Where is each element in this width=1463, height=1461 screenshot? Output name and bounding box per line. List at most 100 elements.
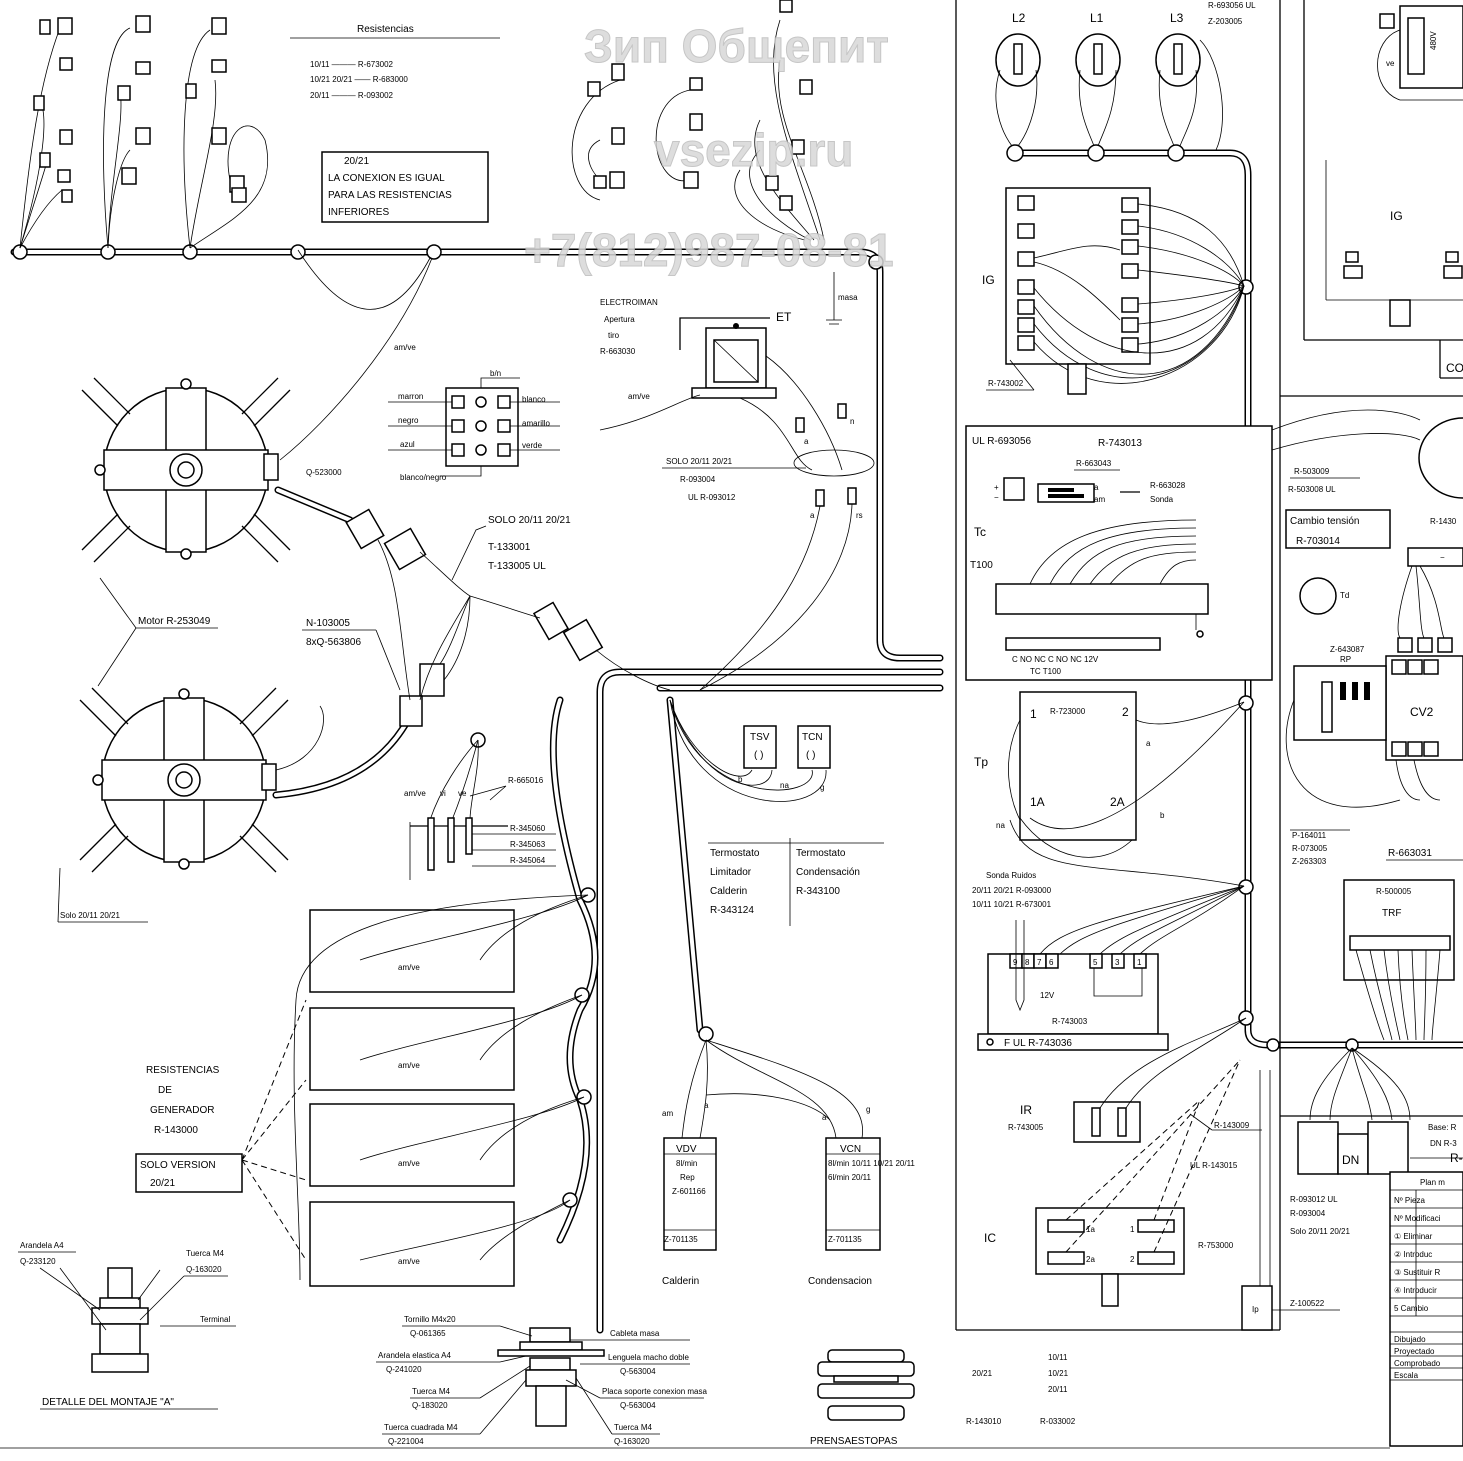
valve-label-condensacion: Condensacion bbox=[808, 1276, 872, 1287]
motor-upper: Q-523000 bbox=[81, 257, 433, 563]
r753000-label: R-753000 bbox=[1198, 1241, 1234, 1250]
vdv-line-1: 8l/min bbox=[676, 1159, 697, 1168]
wire-a-mid: a bbox=[810, 511, 815, 520]
dn-label: DN bbox=[1342, 1153, 1359, 1167]
tp-label: Tp bbox=[974, 755, 988, 769]
l3-label: L3 bbox=[1170, 11, 1184, 25]
r663028-label: R-663028 bbox=[1150, 481, 1186, 490]
ground-left-3: Arandela elastica A4 bbox=[378, 1351, 451, 1360]
electroiman-block: ELECTROIMAN Apertura tiro R-663030 ET ma… bbox=[599, 272, 875, 691]
cambio-line-1: Cambio tensión bbox=[1290, 516, 1359, 527]
wire-n-top: n bbox=[850, 417, 854, 426]
sign-row-2: Proyectado bbox=[1394, 1347, 1435, 1356]
bottom-left-1: 20/21 bbox=[972, 1369, 993, 1378]
ground-left-4: Q-241020 bbox=[386, 1365, 422, 1374]
generator-line-1: RESISTENCIAS bbox=[146, 1065, 220, 1076]
ground-detail: Tornillo M4x20 Q-061365 Arandela elastic… bbox=[376, 1315, 708, 1446]
resistances-title: Resistencias bbox=[357, 24, 414, 35]
color-verde: verde bbox=[522, 441, 543, 450]
solo-box-line-1: SOLO 20/11 20/21 bbox=[666, 457, 733, 466]
thermo-col1-line-2: Limitador bbox=[710, 867, 752, 878]
valves: VDV VCN 8l/min Rep Z-601166 Z-701135 8l/… bbox=[662, 1039, 915, 1287]
r500005-label: R-500005 bbox=[1376, 887, 1412, 896]
wire-na-tp: na bbox=[996, 821, 1005, 830]
color-azul: azul bbox=[400, 440, 415, 449]
sensor-row-3: R-345064 bbox=[510, 856, 546, 865]
svg-text:( ): ( ) bbox=[806, 750, 815, 761]
resistance-row-2: 10/21 20/21 —— R-683000 bbox=[310, 75, 408, 84]
ic-label: IC bbox=[984, 1231, 996, 1245]
generator-line-3: GENERADOR bbox=[150, 1105, 214, 1116]
motor-labels: Motor R-253049 Solo 20/11 20/21 bbox=[57, 577, 218, 923]
resistance-row-1: 10/11 ——— R-673002 bbox=[310, 60, 394, 69]
vcn-ref: Z-701135 bbox=[828, 1235, 862, 1244]
vdv-line-3: Z-601166 bbox=[672, 1187, 706, 1196]
tc-sub: TC T100 bbox=[1030, 667, 1062, 676]
generator-solo-2: 20/21 bbox=[150, 1178, 175, 1189]
wire-amve-left: am/ve bbox=[394, 343, 416, 352]
mount-arandela-2: Q-233120 bbox=[20, 1257, 56, 1266]
wire-amve-sensor: am/ve bbox=[404, 789, 426, 798]
generator-line-2: DE bbox=[158, 1085, 172, 1096]
electroiman-line-1: ELECTROIMAN bbox=[600, 298, 658, 307]
electroiman-line-2: Apertura bbox=[604, 315, 635, 324]
term-5: 5 bbox=[1093, 958, 1098, 967]
sonda-ruido-1: Sonda Ruidos bbox=[986, 871, 1036, 880]
ground-left-8: Q-221004 bbox=[388, 1437, 424, 1446]
table-row-6: ④ Introducir bbox=[1394, 1286, 1437, 1295]
wire-rs: rs bbox=[856, 511, 863, 520]
ip-label: Ip bbox=[1252, 1305, 1259, 1314]
p-ref-2: R-073005 bbox=[1292, 844, 1328, 853]
vcn-line-1: 8l/min 10/11 10/21 20/11 bbox=[828, 1159, 915, 1168]
ir-ref: R-743005 bbox=[1008, 1123, 1044, 1132]
far-right-panel: CO 480V ve IG R-503009 R-503008 UL Cambi… bbox=[1280, 0, 1463, 1447]
cv2-label: CV2 bbox=[1410, 705, 1434, 719]
sensor-row-1: R-345060 bbox=[510, 824, 546, 833]
tsv-label: TSV bbox=[750, 732, 770, 743]
wire-ve-sensor: ve bbox=[458, 789, 467, 798]
thermostats: TSV TCN ( ) ( ) b na g Termostato Limita… bbox=[669, 699, 884, 926]
r663043-label: R-663043 bbox=[1076, 459, 1112, 468]
tp-1a: 1A bbox=[1030, 795, 1045, 809]
v12-label: 12V bbox=[1040, 991, 1055, 1000]
svg-text:−: − bbox=[994, 493, 999, 502]
ground-right-3: Q-563004 bbox=[620, 1367, 656, 1376]
wire-a-tp: a bbox=[1146, 739, 1151, 748]
top-ref-1: R-693056 UL bbox=[1208, 1, 1256, 10]
term-1: 1 bbox=[1137, 958, 1142, 967]
svg-text:+: + bbox=[994, 483, 999, 492]
cambio-line-2: R-703014 bbox=[1296, 536, 1340, 547]
vcn-label: VCN bbox=[840, 1144, 861, 1155]
thermo-col1-line-4: R-343124 bbox=[710, 905, 754, 916]
table-row-2: Nº Modificaci bbox=[1394, 1214, 1441, 1223]
z100522-label: Z-100522 bbox=[1290, 1299, 1325, 1308]
mount-title: DETALLE DEL MONTAJE "A" bbox=[42, 1397, 174, 1408]
note-line-1: 20/21 bbox=[344, 156, 369, 167]
motor-lower bbox=[79, 687, 412, 873]
p-ref-3: Z-263303 bbox=[1292, 857, 1327, 866]
trf-label: TRF bbox=[1382, 908, 1401, 919]
r743013-label: R-743013 bbox=[1098, 438, 1142, 449]
vcn-line-2: 6l/min 20/11 bbox=[828, 1173, 872, 1182]
solo-box: SOLO 20/11 20/21 R-093004 UL R-093012 am… bbox=[394, 343, 863, 520]
cable-ref-1: T-133001 bbox=[488, 542, 531, 553]
term-6: 6 bbox=[1049, 958, 1054, 967]
r743003-label: R-743003 bbox=[1052, 1017, 1088, 1026]
wire-g-vcn: g bbox=[866, 1105, 870, 1114]
r143009-label: R-143009 bbox=[1214, 1121, 1250, 1130]
term-7: 7 bbox=[1037, 958, 1042, 967]
generator-line-4: R-143000 bbox=[154, 1125, 198, 1136]
p-ref-1: P-164011 bbox=[1292, 831, 1327, 840]
plan-title: Plan m bbox=[1420, 1178, 1445, 1187]
r1430-label: R-1430 bbox=[1430, 517, 1457, 526]
svg-text:( ): ( ) bbox=[754, 750, 763, 761]
watermark-line-1: Зип Общепит bbox=[584, 20, 889, 72]
svg-text:2a: 2a bbox=[1086, 1255, 1095, 1264]
ground-left-5: Tuerca M4 bbox=[412, 1387, 450, 1396]
z643087-label: Z-643087 bbox=[1330, 645, 1365, 654]
ul-r143015-label: UL R-143015 bbox=[1190, 1161, 1238, 1170]
mount-detail: Arandela A4 Q-233120 Tuerca M4 Q-163020 … bbox=[18, 1241, 236, 1410]
generator-panels: am/ve am/ve am/ve am/ve RESISTENCIAS DE … bbox=[135, 894, 589, 1287]
right-panel: L2 L1 L3 R-693056 UL Z-203005 IG bbox=[955, 0, 1421, 1426]
